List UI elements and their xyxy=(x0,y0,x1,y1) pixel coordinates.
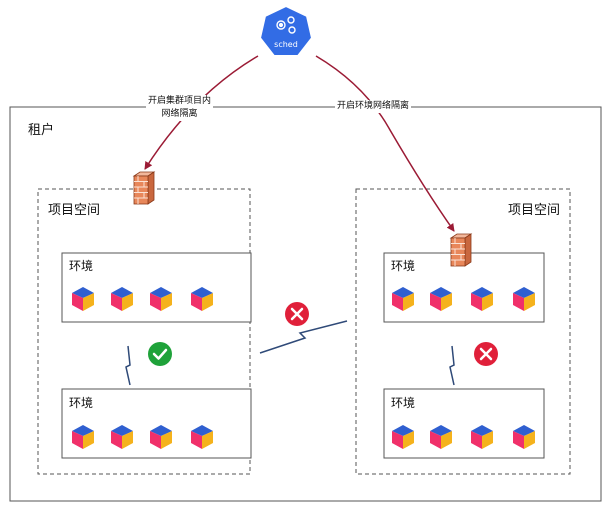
sched-logo: sched xyxy=(258,4,314,57)
lightning-link-icon xyxy=(259,319,348,355)
check-circle-icon xyxy=(148,342,172,366)
lightning-link-icon xyxy=(447,345,457,386)
arrow-right xyxy=(315,55,455,232)
project-label-right: 项目空间 xyxy=(508,203,561,218)
env-label: 环境 xyxy=(391,259,416,273)
tenant-box xyxy=(9,106,602,502)
edge-label-right: 开启环境网络隔离 xyxy=(335,100,412,113)
env-label: 环境 xyxy=(391,396,416,410)
project-label-left: 项目空间 xyxy=(48,203,101,218)
tenant-label: 租户 xyxy=(28,123,55,138)
env-label: 环境 xyxy=(69,396,94,410)
lightning-link-icon xyxy=(123,345,133,386)
env-box xyxy=(383,388,545,459)
x-circle-icon xyxy=(474,342,498,366)
x-circle-icon xyxy=(285,302,309,326)
edge-label-left-line2: 网络隔离 xyxy=(161,109,198,119)
firewall-icon xyxy=(450,233,472,267)
project-space-right xyxy=(355,188,571,475)
edge-label-left-line1: 开启集群项目内 xyxy=(148,96,212,106)
edge-label-left: 开启集群项目内 网络隔离 xyxy=(146,95,214,121)
env-label: 环境 xyxy=(69,259,94,273)
logo-text: sched xyxy=(274,40,298,49)
env-box xyxy=(61,252,252,323)
firewall-icon xyxy=(133,171,155,205)
edge-label-right-text: 开启环境网络隔离 xyxy=(337,101,410,111)
gear-icon xyxy=(276,16,296,34)
